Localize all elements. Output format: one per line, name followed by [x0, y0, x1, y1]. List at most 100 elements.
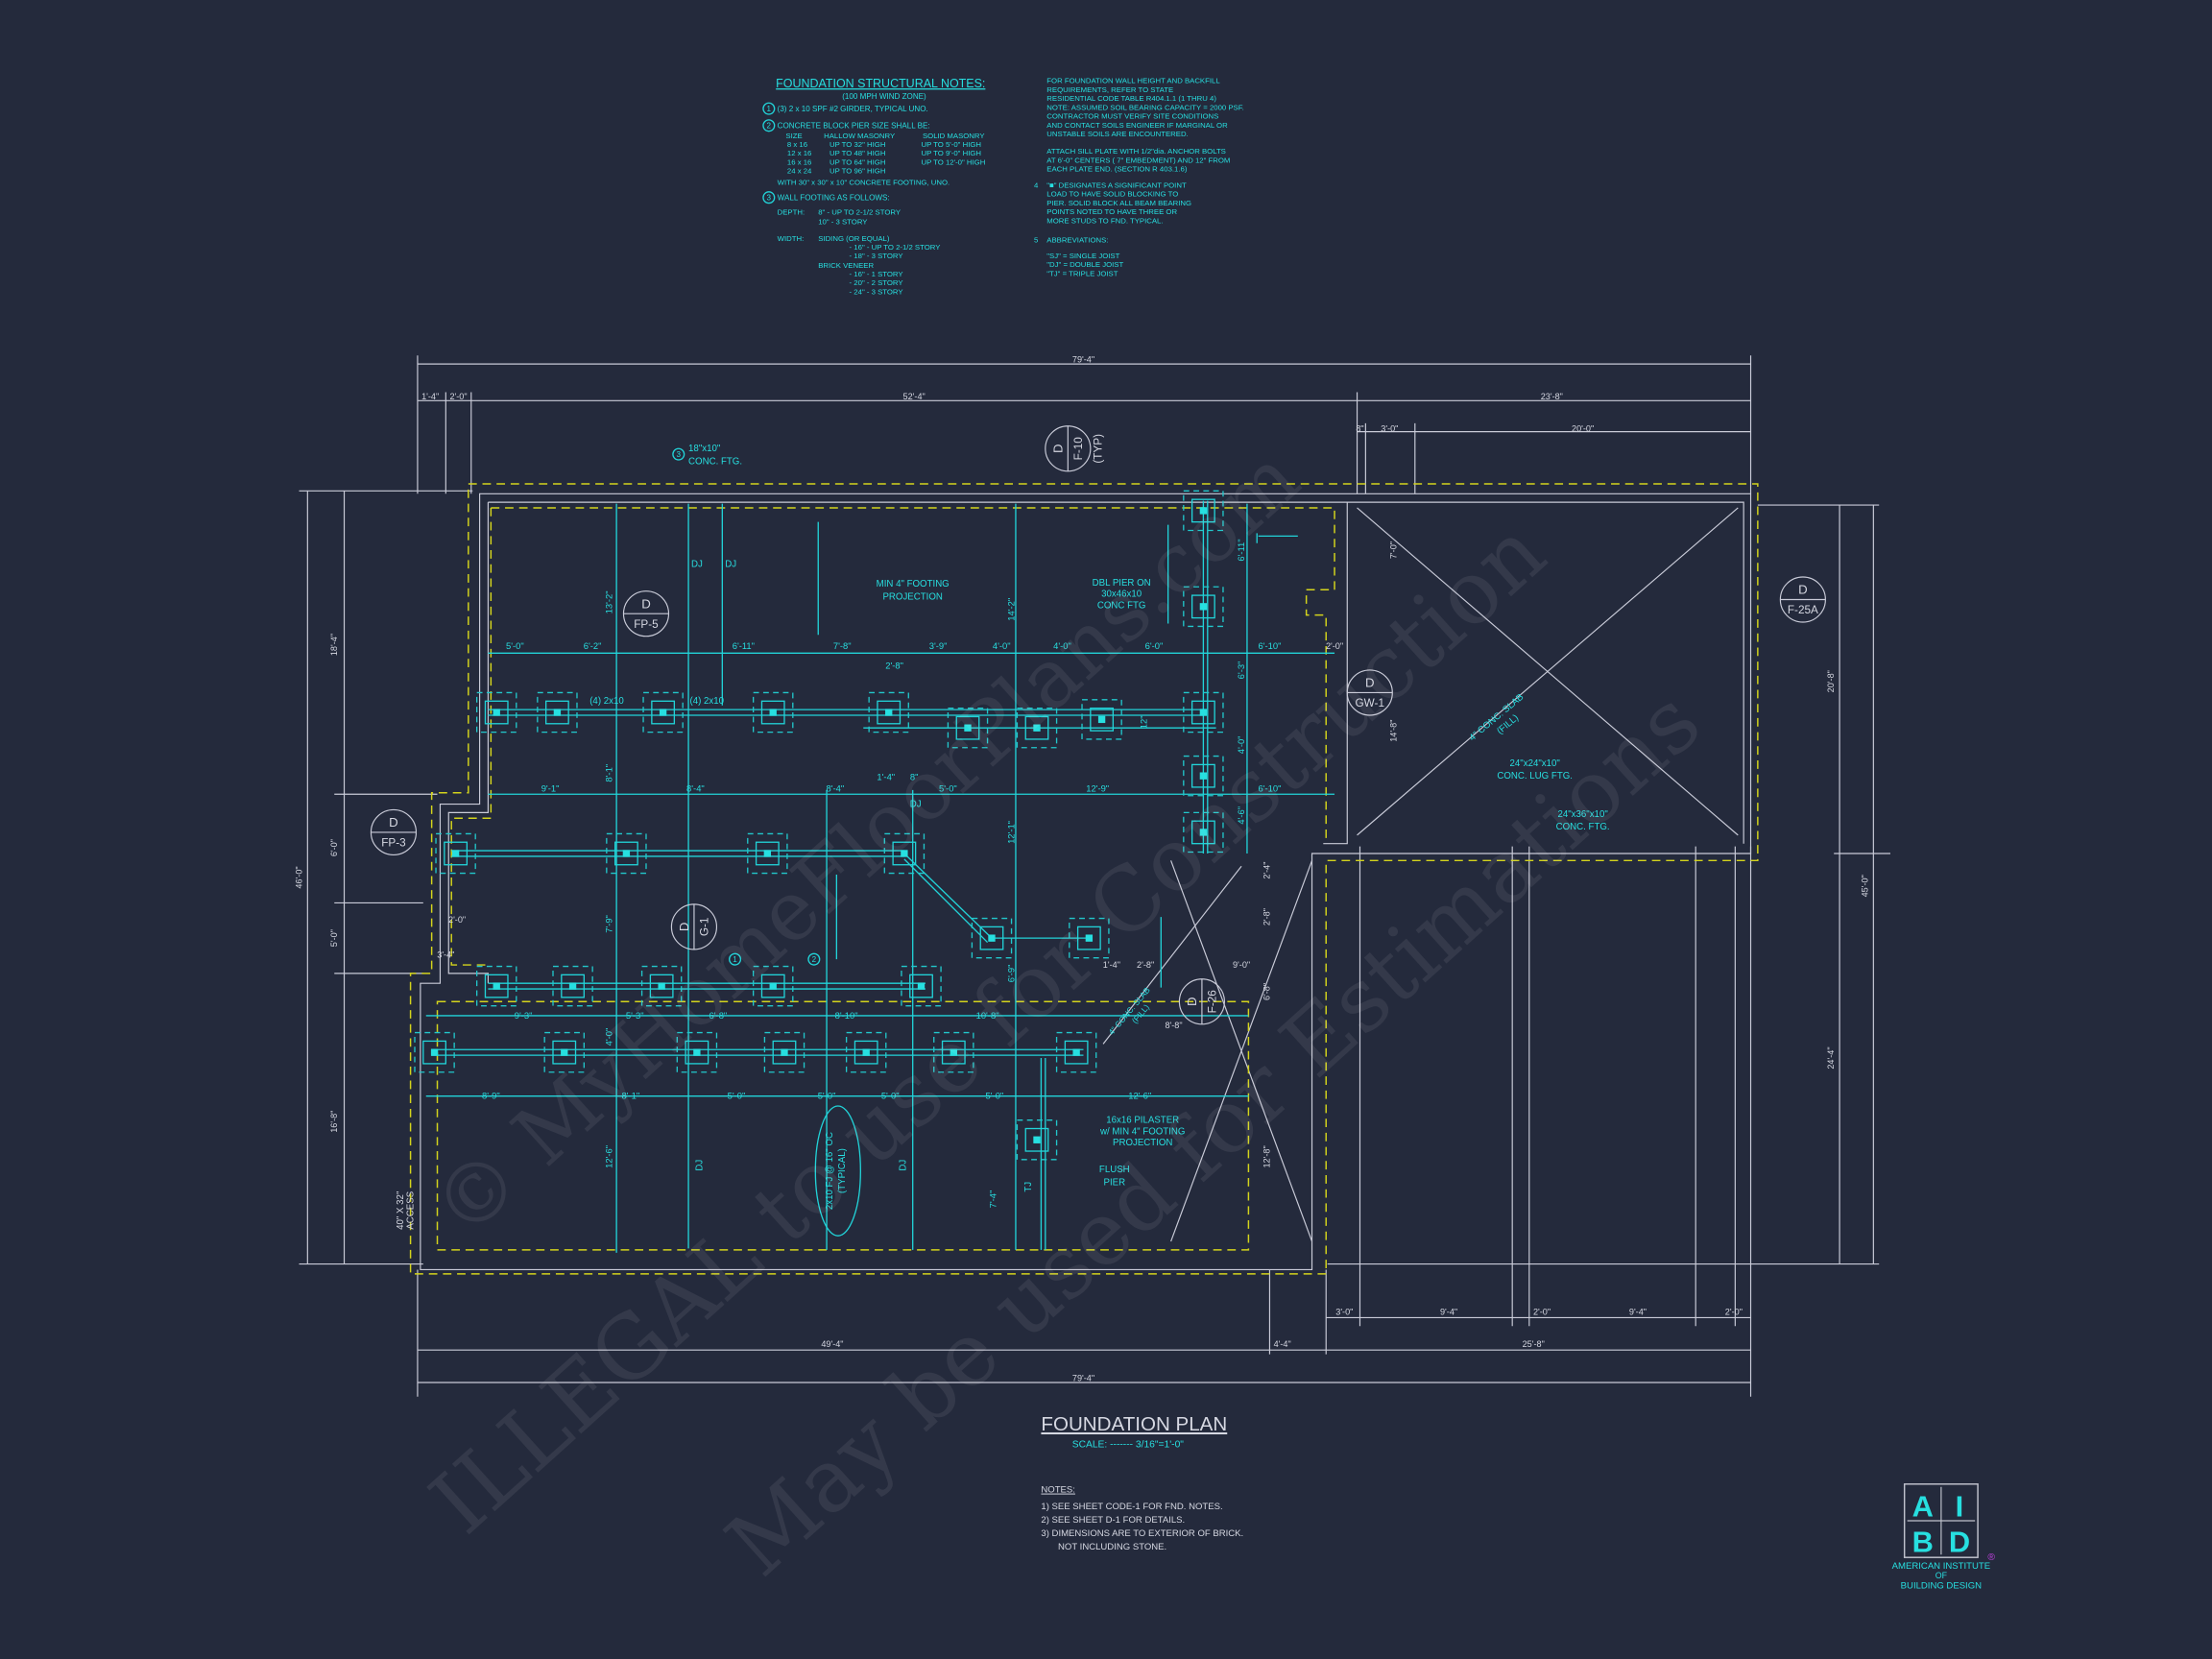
point-load-marker	[568, 982, 577, 990]
dimension-label: 1'-4"	[877, 772, 895, 782]
right-note-line: NOTE: ASSUMED SOIL BEARING CAPACITY = 20…	[1046, 103, 1243, 111]
dimension-label: 18'-4"	[329, 634, 339, 656]
pier-block	[1190, 498, 1215, 523]
dimension-label: 5'-0"	[881, 1091, 900, 1101]
section-marker-fp-3[interactable]: DFP-3	[370, 808, 418, 856]
dimension-label: 20'-8"	[1826, 670, 1836, 692]
dimension-label: 4'-0"	[993, 640, 1011, 651]
pier-block	[1190, 700, 1215, 725]
dimension-label: 8"	[910, 772, 919, 782]
section-sheet-ref: F-10	[1072, 437, 1085, 461]
note-2-text: CONCRETE BLOCK PIER SIZE SHALL BE:	[778, 122, 930, 131]
point-load-marker	[781, 1048, 788, 1056]
width-item: - 16" - UP TO 2-1/2 STORY	[850, 243, 942, 252]
pier-footing	[901, 965, 942, 1007]
drawing-note: 1) SEE SHEET CODE-1 FOR FND. NOTES.	[1041, 1502, 1222, 1512]
pier-footing	[1081, 699, 1122, 740]
point-load-marker	[659, 709, 667, 716]
callout-1-number: 1	[733, 955, 737, 964]
pier-footing	[642, 691, 684, 733]
dimension-label: 25'-8"	[1523, 1339, 1545, 1349]
point-load-marker	[1199, 603, 1208, 611]
depth-item: 8" - UP TO 2-1/2 STORY	[818, 207, 902, 216]
note-3-text: WALL FOOTING AS FOLLOWS:	[778, 194, 890, 203]
callout-3-bubble	[672, 447, 685, 461]
drawing-note: NOT INCLUDING STONE.	[1058, 1542, 1166, 1552]
dimension-label: 3'-4"	[437, 950, 454, 960]
dimension-label: 9'-0"	[1233, 960, 1250, 970]
point-load-marker	[1199, 829, 1208, 836]
section-sheet-ref: FP-5	[634, 618, 659, 631]
crawl-access-label: ACCESS	[406, 1190, 417, 1229]
callout-1-bubble	[729, 952, 742, 966]
section-marker-fp-5[interactable]: D FP-5	[622, 590, 670, 637]
pier-block	[755, 841, 780, 866]
dimension-label: 6'-8"	[709, 1010, 728, 1021]
section-detail-letter: D	[1798, 583, 1808, 597]
right-note-line: UNSTABLE SOILS ARE ENCOUNTERED.	[1046, 130, 1188, 138]
point-load-marker	[769, 982, 777, 990]
pier-footing	[606, 832, 647, 875]
dimension-label: 5'-0"	[939, 782, 957, 793]
dimension-label: 2'-0"	[1725, 1307, 1743, 1316]
point-load-marker	[1199, 709, 1208, 716]
pier-block	[422, 1040, 446, 1065]
dimension-label: 2'-8"	[1262, 908, 1271, 926]
dimension-label: 2'-8"	[885, 660, 903, 670]
double-joist-label: DJ	[910, 799, 922, 809]
dimension-label: 8'-4"	[686, 782, 705, 793]
dimension-label: 9'-4"	[1440, 1307, 1457, 1316]
section-sheet-ref: F-25A	[1788, 604, 1818, 616]
dimension-label: 6'-10"	[1258, 782, 1281, 793]
point-load-marker	[493, 709, 500, 716]
point-load-marker	[763, 850, 772, 857]
right-note-line: EACH PLATE END. (SECTION R 403.1.6)	[1046, 165, 1188, 174]
depth-label: DEPTH:	[778, 207, 805, 216]
logo-letter-i: I	[1956, 1490, 1964, 1524]
dimension-label: 3'-0"	[1381, 424, 1398, 434]
dimension-label: 12'-8"	[1262, 1145, 1271, 1167]
plan-annotations: FOUNDATION STRUCTURAL NOTES:(100 MPH WIN…	[294, 77, 1869, 1552]
dimension-label: 23'-8"	[1541, 392, 1563, 401]
porch-slab-x	[1102, 860, 1313, 1242]
dimension-label: 4'-6"	[1236, 806, 1246, 825]
dimension-label: 5'-0"	[329, 929, 339, 947]
floor-joist-note: 2x10 FJ @ 16" OC	[825, 1132, 835, 1210]
dimension-label: 46'-0"	[294, 866, 303, 888]
point-load-marker	[430, 1048, 439, 1056]
drawing-note: 3) DIMENSIONS ARE TO EXTERIOR OF BRICK.	[1041, 1528, 1243, 1539]
dimension-label: 6'-0"	[329, 839, 339, 856]
note-5-text: ABBREVIATIONS:	[1046, 236, 1108, 245]
dimension-label: 79'-4"	[1072, 355, 1094, 365]
width-item: - 18" - 3 STORY	[850, 252, 904, 260]
dimension-label: 2'-0"	[448, 915, 466, 925]
crawl-access-label: 40" X 32"	[396, 1190, 406, 1230]
pier-block	[649, 974, 674, 998]
section-marker-f-25a[interactable]: D F-25A	[1779, 576, 1826, 623]
right-note-line: CONTRACTOR MUST VERIFY SITE CONDITIONS	[1046, 112, 1218, 121]
pier-block	[941, 1040, 966, 1065]
point-load-marker	[658, 982, 665, 990]
section-detail-letter: D	[641, 596, 651, 611]
dimension-label: 9'-1"	[541, 782, 560, 793]
dimension-label: 4'-0"	[604, 1028, 614, 1046]
section-marker-gw-1[interactable]: DGW-1	[1346, 669, 1393, 716]
double-joist-label: DJ	[898, 1160, 908, 1171]
right-note-line: RESIDENTIAL CODE TABLE R404.1.1 (1 THRU …	[1046, 94, 1216, 103]
dimension-label: 16'-8"	[329, 1111, 339, 1133]
pier-block	[760, 974, 785, 998]
dimension-label: 8'-4"	[827, 782, 845, 793]
pier-block	[892, 841, 917, 866]
callout-2-number: 2	[812, 955, 817, 964]
section-sheet-ref: FP-3	[381, 837, 406, 850]
pier-footing	[475, 691, 517, 733]
pier-block	[1190, 594, 1215, 619]
dimension-lines-left	[299, 490, 473, 1265]
note-3-number: 3	[767, 194, 772, 203]
callout-dbl-pier: DBL PIER ON	[1093, 578, 1151, 589]
dimension-label: 9'-4"	[1629, 1307, 1647, 1316]
dimension-label: 7'-9"	[604, 915, 614, 933]
